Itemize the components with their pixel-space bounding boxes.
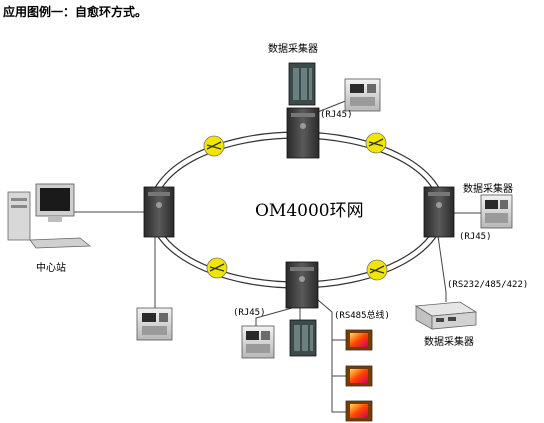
data-collector-icon [288, 62, 316, 106]
optical-repeater-icon [365, 132, 387, 154]
data-collector-icon [480, 194, 513, 229]
om4000-node-icon [423, 186, 455, 238]
links [72, 99, 481, 413]
link-terminal-server [437, 235, 447, 302]
top-collector-label: 数据采集器 [268, 44, 318, 55]
optical-repeater-icon [203, 135, 225, 157]
rs485-sensor-icon [345, 365, 373, 387]
ring-title: OM4000环网 [255, 201, 364, 221]
link-bottom-left [255, 307, 293, 326]
rj45-label-bottom: (RJ45) [233, 308, 266, 318]
om4000-node-icon [143, 186, 175, 238]
om4000-node-icon [285, 261, 319, 309]
optical-repeater-icon [366, 259, 388, 281]
center-station-label: 中心站 [36, 263, 66, 274]
diagram-heading: 应用图例一：自愈环方式。 [3, 5, 148, 19]
rs485-bus-label: (RS485总线) [334, 311, 390, 321]
data-collector-icon [136, 307, 173, 341]
rs485-sensor-icon [345, 329, 373, 351]
rj45-label-top: (RJ45) [320, 110, 353, 120]
optical-repeater-icon [206, 257, 228, 279]
data-collector-icon [289, 319, 317, 357]
pc-workstation-icon [7, 183, 92, 249]
rs485-sensor-icon [345, 400, 373, 422]
data-collector-icon [241, 325, 275, 359]
data-collector-icon [344, 78, 381, 112]
link-rs485-bus [317, 299, 346, 413]
om4000-node-icon [286, 107, 320, 159]
bottom-right-collector-label: 数据采集器 [424, 337, 474, 348]
rj45-label-right: (RJ45) [459, 232, 492, 242]
terminal-server-icon [414, 301, 478, 330]
right-collector-label: 数据采集器 [463, 184, 513, 195]
serial-ports-label: (RS232/485/422) [447, 280, 529, 290]
